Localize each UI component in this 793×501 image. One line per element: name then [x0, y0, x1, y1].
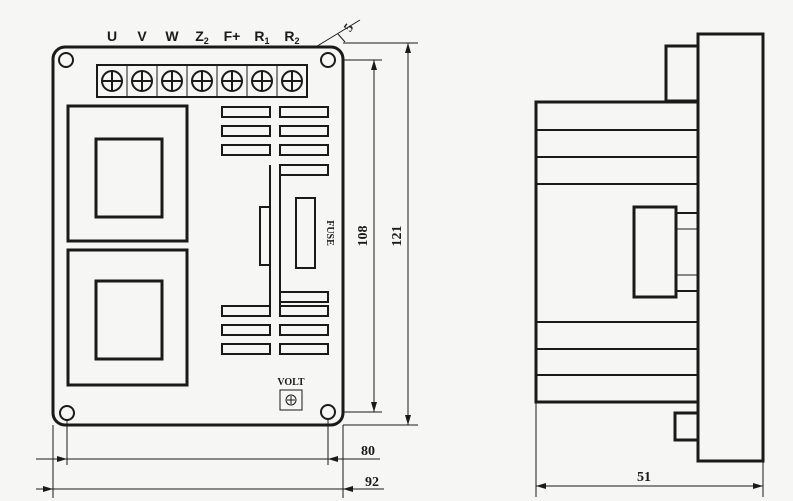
- front-view: U V W Z2 F+ R1 R2: [51, 19, 361, 427]
- mounting-hole-bottom-right: [320, 404, 336, 420]
- terminal-label: R2: [284, 28, 299, 46]
- board-outline: [51, 45, 345, 427]
- side-base-plate: [696, 32, 765, 463]
- terminal-screw: [131, 70, 153, 92]
- side-center-device: [632, 205, 678, 299]
- mounting-hole-bottom-left: [59, 405, 75, 421]
- side-center-knob: [675, 212, 699, 292]
- side-bottom-tab: [673, 411, 700, 442]
- transformer-top: [66, 104, 189, 243]
- terminal-label: W: [165, 28, 179, 44]
- terminal-label: U: [107, 28, 117, 44]
- terminal-screw: [251, 70, 273, 92]
- terminal-label: R1: [254, 28, 269, 46]
- terminal-screw: [191, 70, 213, 92]
- hole-diameter-callout: 5: [313, 19, 361, 49]
- terminal-screw: [161, 70, 183, 92]
- hole-diameter-label: 5: [340, 20, 356, 34]
- terminal-block: [96, 64, 308, 98]
- terminal-label: V: [137, 28, 147, 44]
- side-top-bracket: [664, 44, 700, 103]
- dimension-width-inner: 80: [361, 444, 375, 459]
- terminal-screw: [101, 70, 123, 92]
- mounting-hole-top-left: [58, 52, 74, 68]
- fuse-holder: FUSE: [295, 197, 335, 269]
- terminal-screw: [281, 70, 303, 92]
- terminal-labels: U V W Z2 F+ R1 R2: [107, 28, 300, 46]
- dimension-height-inner: 108: [356, 226, 371, 247]
- dimension-height-outer: 121: [390, 226, 405, 247]
- side-component-body: [534, 100, 700, 404]
- volt-label: VOLT: [277, 377, 305, 388]
- side-view: 51: [534, 32, 765, 497]
- heatsink: [221, 106, 329, 355]
- terminal-label: Z2: [195, 28, 209, 46]
- dimension-depth: 51: [637, 470, 651, 485]
- dimension-width-outer: 92: [365, 475, 379, 490]
- volt-potentiometer[interactable]: VOLT: [277, 377, 305, 411]
- transformer-bottom: [66, 248, 189, 387]
- fuse-label: FUSE: [324, 220, 335, 246]
- mounting-hole-top-right: [320, 52, 336, 68]
- terminal-screw: [221, 70, 243, 92]
- dimension-lines-front: 108 121 80 92: [36, 42, 418, 498]
- terminal-label: F+: [224, 28, 241, 44]
